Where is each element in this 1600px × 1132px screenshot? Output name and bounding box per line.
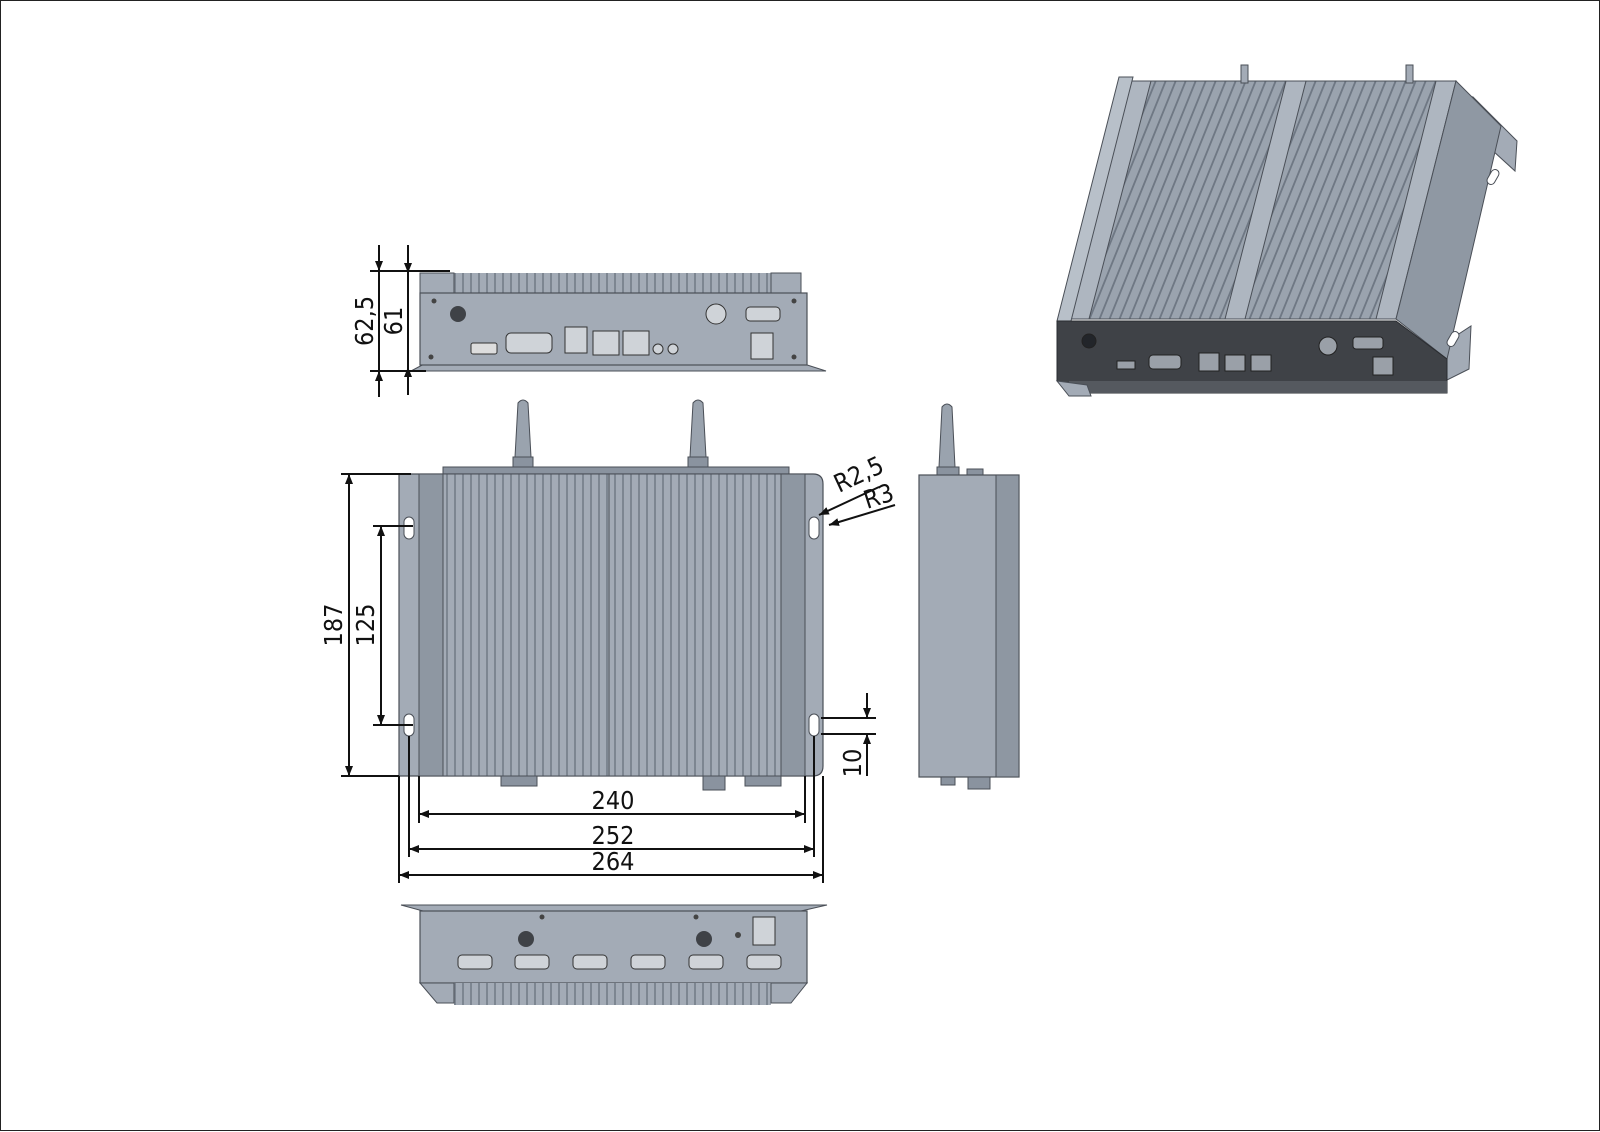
front-view: 62,5 61	[350, 245, 827, 397]
dim-front-height-inner: 61	[379, 307, 408, 336]
dim-width-holes: 252	[592, 821, 635, 850]
dim-front-height-outer: 62,5	[350, 296, 379, 346]
dim-width-total: 264	[592, 847, 635, 876]
antenna-right	[687, 399, 709, 468]
front-height-dimensions	[370, 245, 450, 397]
dim-total-depth: 187	[319, 604, 348, 647]
depth-dimensions	[341, 473, 413, 777]
side-view	[918, 403, 1020, 790]
rear-view	[400, 904, 828, 1005]
dim-width-body: 240	[592, 786, 635, 815]
width-dimensions	[398, 736, 824, 883]
slot-offset-dimension	[821, 693, 876, 776]
top-view: 187 125 R2,5 R3 10 240	[319, 399, 897, 883]
radius-leaders	[818, 486, 896, 526]
dim-slot-offset: 10	[838, 749, 867, 778]
isometric-view	[1055, 64, 1518, 397]
iso-front-ports	[1081, 333, 1394, 376]
rear-serial-ports	[457, 954, 782, 970]
front-fins	[454, 273, 771, 293]
dim-hole-spacing: 125	[351, 604, 380, 647]
antenna-left	[512, 399, 534, 468]
